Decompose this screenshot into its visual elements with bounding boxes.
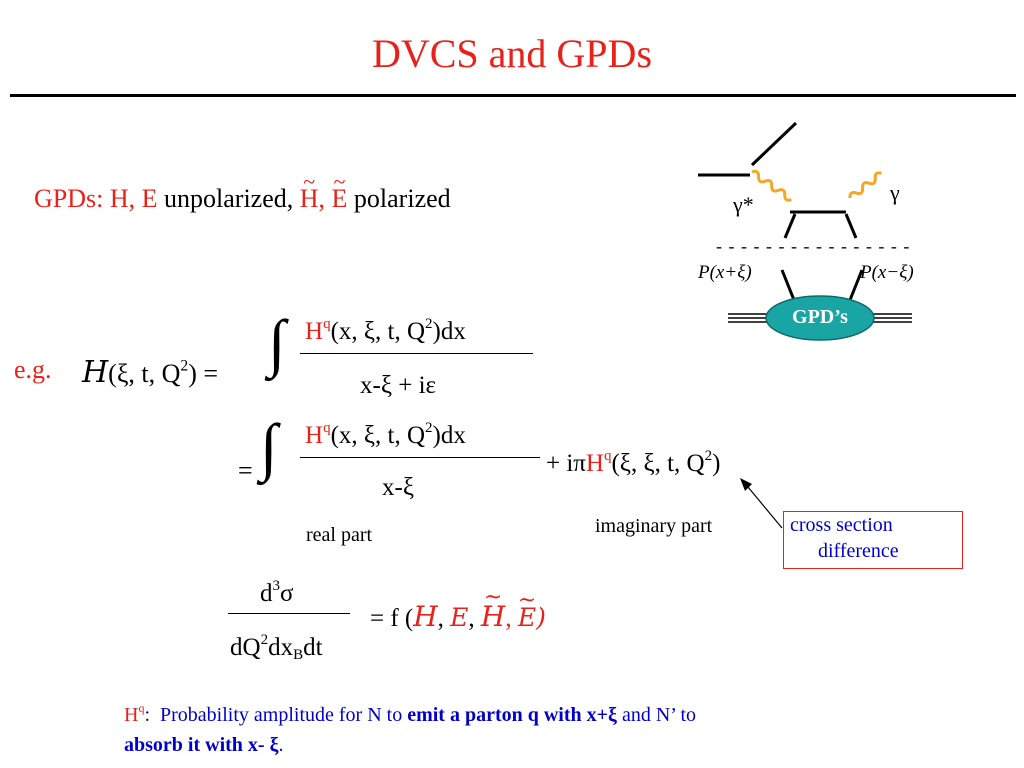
- polarized-text: polarized: [353, 184, 451, 213]
- cross-section-line2: difference: [818, 540, 899, 562]
- eq3-denominator: dQ2dxBdt: [230, 631, 323, 663]
- eq1-denominator: x-ξ + iε: [360, 372, 437, 399]
- gamma-star-label: γ*: [733, 192, 754, 217]
- eq3-script-e: E: [450, 603, 469, 632]
- eq1-fraction-bar: [300, 353, 533, 354]
- eq2-num-args: (x, ξ, t, Q: [330, 422, 426, 449]
- page-title: DVCS and GPDs: [371, 31, 653, 76]
- eq2-plus-ipi: + iπ: [546, 450, 586, 477]
- footnote-bold1: emit a parton q with x+ξ: [407, 704, 617, 726]
- eq3-fraction-bar: [228, 613, 350, 614]
- e-tilde: E: [332, 184, 348, 214]
- eq2-integral: ∫: [260, 411, 278, 482]
- footnote: Hq: Probability amplitude for N to emit …: [124, 700, 696, 760]
- eq3-num-sigma: σ: [280, 580, 294, 607]
- h-tilde: H: [300, 184, 319, 214]
- real-photon-line: [848, 171, 882, 199]
- eq2-exp: 2: [704, 447, 713, 464]
- footnote-text1: : Probability amplitude for N to: [144, 704, 408, 726]
- eq3-num-exp: 3: [272, 577, 281, 594]
- gpds-label: GPDs: H, E: [34, 184, 158, 213]
- footnote-text2: and N’ to: [616, 704, 697, 726]
- eg-label: e.g.: [14, 355, 52, 384]
- eq2-num-q: q: [323, 419, 331, 436]
- eq3-numerator: d3σ: [260, 577, 294, 608]
- eq2-numerator: Hq(x, ξ, t, Q2)dx: [305, 419, 466, 450]
- eq2-fraction-bar: [300, 457, 540, 458]
- eq3-script-h-tilde: H: [481, 600, 505, 633]
- eq2-args: (ξ, ξ, t, Q: [611, 450, 705, 477]
- eq2-denominator: x-ξ: [382, 474, 414, 501]
- unpolarized-text: unpolarized,: [164, 184, 294, 213]
- eq1-lhs-close: ) =: [188, 359, 219, 388]
- cross-section-box: cross section difference: [783, 511, 963, 569]
- p-left-label: P(x+ξ): [698, 262, 752, 283]
- eq1-num-args: (x, ξ, t, Q: [330, 318, 426, 345]
- footnote-h: H: [124, 704, 139, 726]
- eq2-equals: =: [238, 456, 253, 485]
- virtual-photon-line: [751, 169, 792, 202]
- eq1-lhs-exp: 2: [180, 357, 189, 375]
- eq1-lhs-args: (ξ, t, Q: [108, 359, 181, 388]
- eq1-numerator: Hq(x, ξ, t, Q2)dx: [305, 315, 466, 346]
- dashed-line: - - - - - - - - - - - - - - - -: [716, 236, 911, 256]
- eq3-comma1: ,: [437, 605, 444, 632]
- eq3-den-exp: 2: [260, 631, 269, 648]
- footnote-bold2: absorb it with x- ξ: [124, 734, 279, 756]
- eq3-den-sub: B: [293, 646, 304, 663]
- eq3-script-h: H: [413, 600, 438, 633]
- eq1-num-exp: 2: [425, 315, 433, 332]
- footnote-line1: Hq: Probability amplitude for N to emit …: [124, 700, 696, 730]
- real-part-label: real part: [306, 524, 373, 546]
- eq1-script-h: H: [82, 355, 109, 390]
- cross-section-line1: cross section: [790, 514, 893, 536]
- footnote-text3: .: [278, 734, 284, 756]
- footnote-line2: absorb it with x- ξ.: [124, 730, 696, 760]
- eq3-comma2: ,: [468, 605, 475, 632]
- eq2-close: ): [712, 450, 721, 477]
- eq1-num-q: q: [323, 315, 331, 332]
- eq2-q: q: [603, 447, 612, 464]
- gpds-line: GPDs: H, E unpolarized, H, E polarized: [34, 184, 451, 214]
- eq3-den-a: dQ: [230, 634, 261, 661]
- footnote-q: q: [138, 701, 145, 715]
- p-right-label: P(x−ξ): [860, 262, 914, 283]
- eq1-num-tail: )dx: [432, 318, 466, 345]
- eq1-num-h: H: [305, 318, 324, 345]
- gpd-label: GPD’s: [792, 306, 848, 328]
- eq3-num-d: d: [260, 580, 273, 607]
- eq3-den-b: dx: [268, 634, 294, 661]
- eq3-den-c: dt: [303, 634, 323, 661]
- eq3-rhs-text: = f (: [370, 605, 414, 632]
- imaginary-part-label: imaginary part: [595, 515, 713, 537]
- eq3-script-e-tilde: E: [518, 603, 536, 632]
- eq3-rhs: = f (H, E, H, E): [370, 600, 546, 633]
- eq2-imag-term: + iπHq(ξ, ξ, t, Q2): [546, 447, 721, 478]
- eq2-num-tail: )dx: [432, 422, 466, 449]
- eq2-num-exp: 2: [425, 419, 433, 436]
- eq2-h: H: [585, 450, 604, 477]
- eq1-lhs: H(ξ, t, Q2) =: [82, 355, 218, 390]
- eq1-integral: ∫: [268, 307, 286, 378]
- comma: ,: [318, 184, 326, 213]
- eq3-close: ): [536, 603, 546, 632]
- eq2-num-h: H: [305, 422, 324, 449]
- gamma-label: γ: [890, 180, 900, 205]
- gpd-blob: [765, 295, 875, 341]
- title-divider: [10, 94, 1016, 97]
- eq3-comma3: ,: [505, 605, 512, 632]
